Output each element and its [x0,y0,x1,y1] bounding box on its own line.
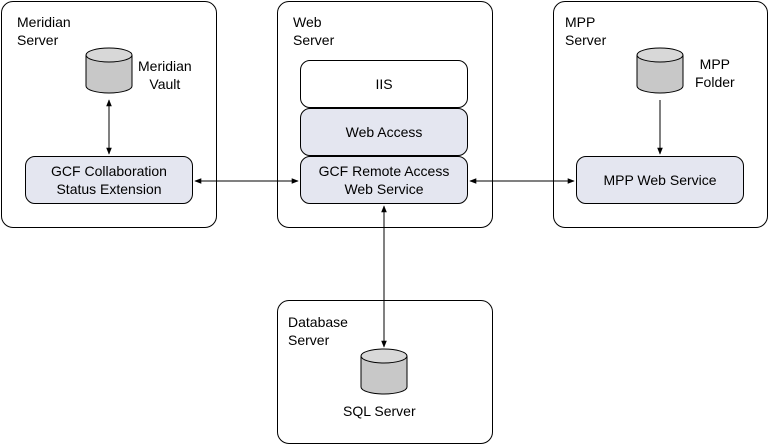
mpp-folder-label: MPP Folder [695,56,735,90]
mpp-server-label: MPP Server [565,14,607,48]
web-server-label: Web Server [293,14,335,48]
gcf-collaboration-status-extension: GCF Collaboration Status Extension [25,156,193,204]
gcf-remote-access-web-service: GCF Remote Access Web Service [300,156,468,204]
mpp-web-service: MPP Web Service [576,156,744,204]
iis-component: IIS [300,60,468,108]
sql-server-label: SQL Server [343,403,416,419]
web-access-component: Web Access [300,108,468,156]
database-server-label: Database Server [288,314,348,348]
meridian-server-label: Meridian Server [17,14,71,48]
meridian-vault-label: Meridian Vault [138,58,192,92]
